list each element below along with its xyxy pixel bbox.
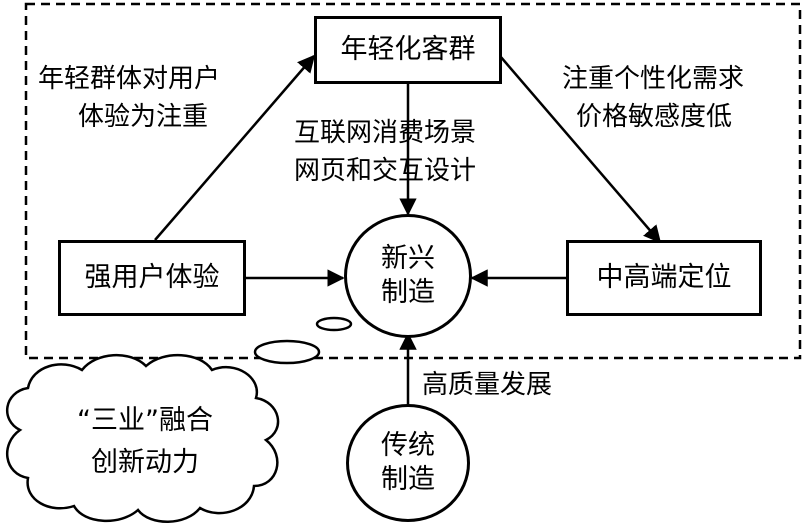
thought-bubble-small (315, 316, 353, 332)
node-emerging-manufacturing-line1: 新兴 (381, 243, 435, 274)
node-strong-user-experience: 强用户体验 (58, 240, 246, 316)
node-mid-high-positioning-label: 中高端定位 (596, 262, 732, 293)
arrow-top-to-right (499, 55, 662, 244)
node-mid-high-positioning: 中高端定位 (566, 240, 762, 316)
edge-label-middle-line2: 网页和交互设计 (294, 156, 477, 186)
node-emerging-manufacturing: 新兴 制造 (344, 214, 472, 338)
edge-label-left: 年轻群体对用户 体验为注重 (38, 60, 220, 136)
edge-label-right-line1: 注重个性化需求 (562, 64, 745, 94)
node-traditional-manufacturing-line2: 制造 (381, 464, 435, 495)
cloud-shape (5, 353, 280, 523)
node-emerging-manufacturing-line2: 制造 (381, 277, 435, 308)
dashed-boundary (24, 2, 802, 360)
node-traditional-manufacturing: 传统 制造 (346, 404, 470, 522)
edge-label-left-line1: 年轻群体对用户 (38, 64, 221, 94)
edge-label-bottom-text: 高质量发展 (422, 370, 553, 400)
cloud-label-line1: “三业”融合 (77, 405, 213, 436)
edge-label-middle: 互联网消费场景 网页和交互设计 (294, 114, 476, 190)
thought-bubble-medium (253, 339, 321, 365)
arrow-left-to-top (154, 54, 316, 241)
cloud-label-line2: 创新动力 (91, 447, 199, 478)
node-young-customers-label: 年轻化客群 (340, 34, 476, 65)
edge-label-left-line2: 体验为注重 (78, 102, 209, 132)
cloud-label: “三业”融合 创新动力 (40, 400, 250, 484)
edge-label-bottom: 高质量发展 (422, 366, 552, 404)
edge-label-middle-line1: 互联网消费场景 (294, 118, 477, 148)
node-traditional-manufacturing-line1: 传统 (381, 430, 435, 461)
edge-label-right-line2: 价格敏感度低 (576, 102, 733, 132)
node-strong-user-experience-label: 强用户体验 (84, 262, 220, 293)
node-young-customers: 年轻化客群 (314, 16, 502, 84)
edge-label-right: 注重个性化需求 价格敏感度低 (562, 60, 744, 136)
